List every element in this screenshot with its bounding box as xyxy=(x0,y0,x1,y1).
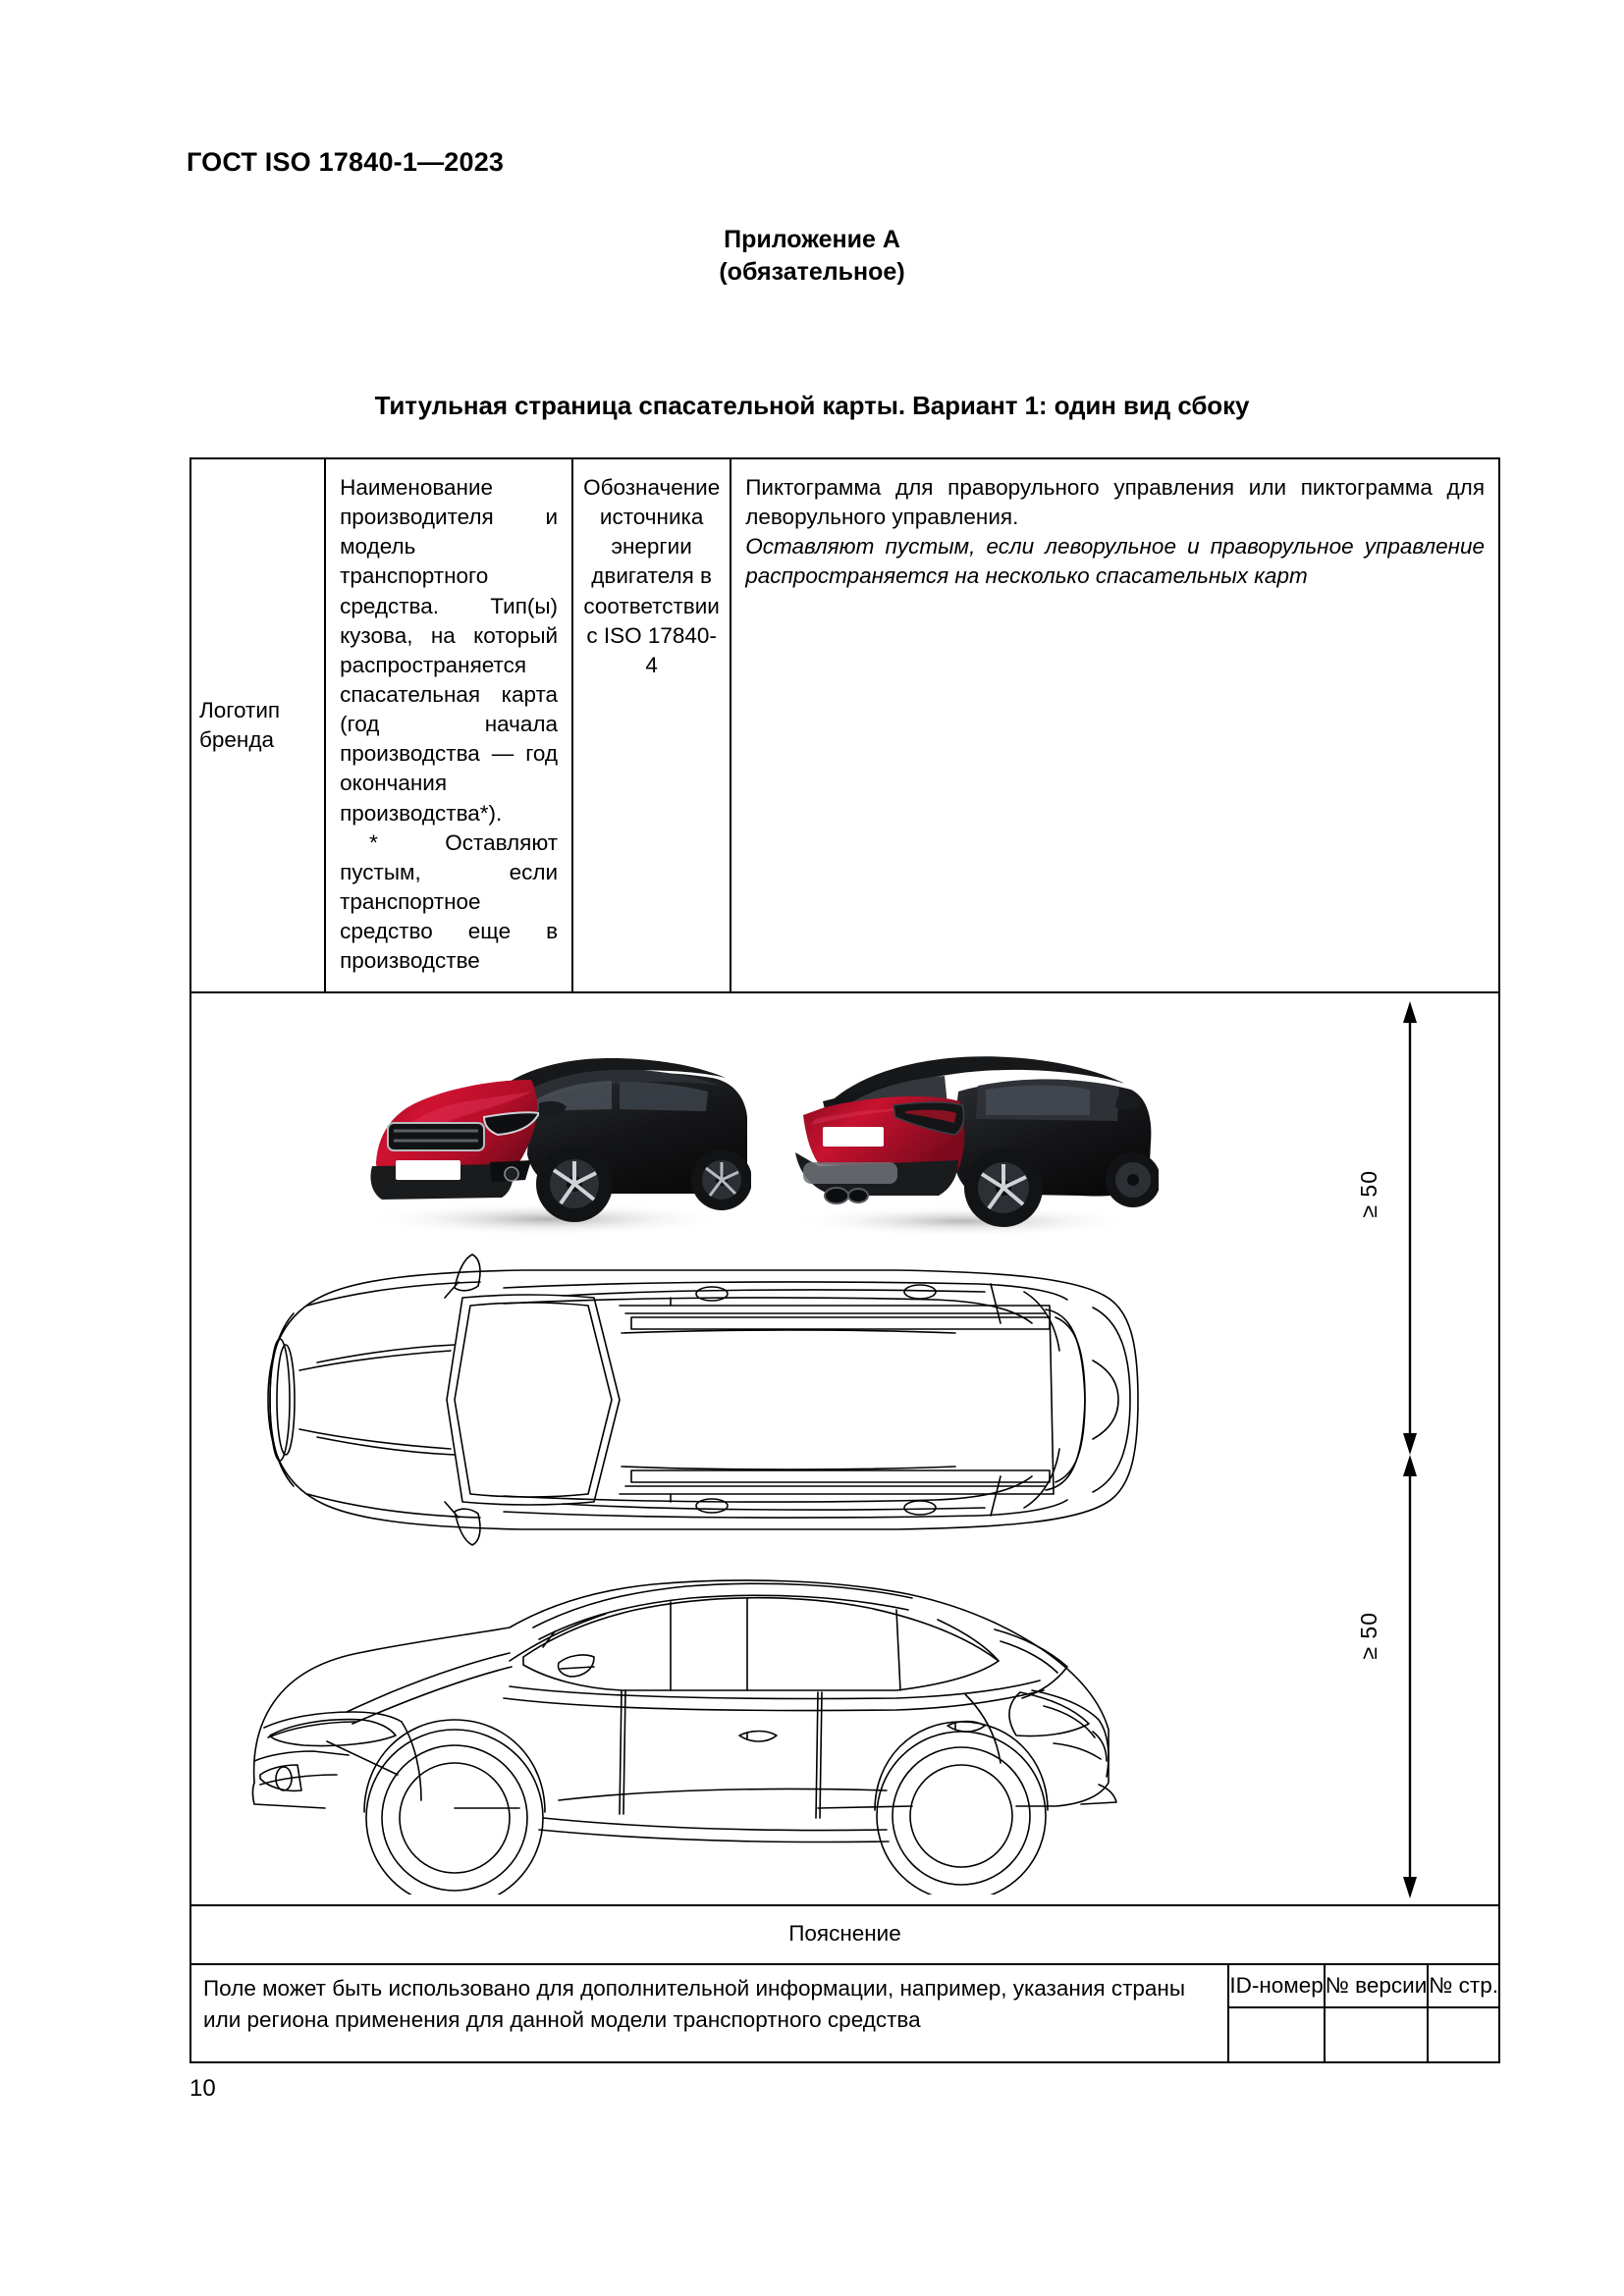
dimension-arrow-bottom xyxy=(1387,1455,1433,1899)
running-head: ГОСТ ISO 17840-1—2023 xyxy=(187,147,505,177)
folio-page-number: 10 xyxy=(189,2075,216,2102)
annex-title: Приложение А xyxy=(724,226,900,253)
brand-logo-cell: Логотип бренда xyxy=(191,459,327,992)
annex-heading: Приложение А (обязательное) xyxy=(0,224,1624,289)
manufacturer-model-text: Наименование производителя и модель тран… xyxy=(340,475,559,826)
version-number-column: № версии xyxy=(1325,1965,1430,2062)
steering-pictogram-cell: Пиктограмма для праворульного управления… xyxy=(731,459,1498,991)
vehicle-line-drawing-side-view xyxy=(251,1579,1117,1896)
version-number-value[interactable] xyxy=(1326,2008,1428,2061)
manufacturer-model-cell: Наименование производителя и модель тран… xyxy=(326,459,574,992)
vehicle-photo-front-three-quarter xyxy=(365,1058,751,1237)
id-number-value[interactable] xyxy=(1229,2008,1323,2061)
manufacturer-model-footnote: * Оставляют пустым, если транспортное ср… xyxy=(340,829,559,974)
rescue-sheet-header-row: Логотип бренда Наименование производител… xyxy=(191,459,1498,994)
id-number-header: ID-номер xyxy=(1229,1965,1324,2009)
explanation-label: Пояснение xyxy=(788,1921,901,1947)
page-number-value[interactable] xyxy=(1429,2008,1498,2061)
page-number-column: № стр. xyxy=(1429,1965,1498,2061)
energy-source-cell: Обозначение источника энергии двигателя … xyxy=(573,459,732,992)
brand-logo-label: Логотип бренда xyxy=(199,698,281,753)
annex-subtitle: (обязательное) xyxy=(719,258,905,286)
vehicle-line-drawing-top-view xyxy=(267,1254,1139,1547)
dimension-arrow-top xyxy=(1387,1001,1433,1456)
steering-pictogram-text: Пиктограмма для праворульного управления… xyxy=(745,475,1485,530)
additional-information-cell: Поле может быть использовано для дополни… xyxy=(191,1965,1230,2062)
dimension-label-top: ≥ 50 xyxy=(1356,1170,1381,1218)
id-number-column: ID-номер xyxy=(1229,1965,1326,2062)
rescue-sheet-table: Логотип бренда Наименование производител… xyxy=(189,457,1500,2064)
steering-pictogram-note: Оставляют пустым, если леворульное и пра… xyxy=(745,534,1485,589)
dimension-label-bottom: ≥ 50 xyxy=(1356,1612,1381,1660)
energy-source-text: Обозначение источника энергии двигателя … xyxy=(583,475,721,677)
page-number-header: № стр. xyxy=(1429,1965,1498,2009)
vehicle-photo-rear-three-quarter xyxy=(789,1056,1159,1238)
vehicle-photos xyxy=(191,1007,1498,1243)
explanation-row: Пояснение xyxy=(191,1906,1498,1966)
figure-title: Титульная страница спасательной карты. В… xyxy=(374,391,1250,420)
version-number-header: № версии xyxy=(1325,1965,1428,2009)
vehicle-drawings-row: ≥ 50 ≥ 50 xyxy=(191,993,1498,1907)
rescue-sheet-footer-row: Поле может быть использовано для дополни… xyxy=(191,1965,1498,2062)
